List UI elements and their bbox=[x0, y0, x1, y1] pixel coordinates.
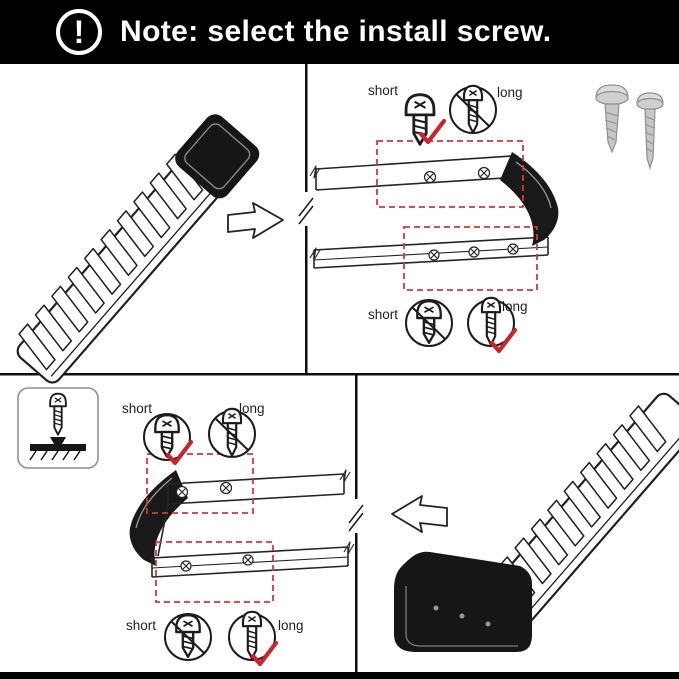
bracket-closeup-top-right bbox=[309, 152, 559, 269]
long-screw-ok-icon bbox=[228, 610, 276, 664]
bottom-border bbox=[0, 672, 679, 679]
screw-options-bottom-left bbox=[143, 407, 276, 664]
arrow-right-icon bbox=[227, 202, 284, 239]
screw-size-label: long bbox=[239, 401, 265, 416]
note-banner: ! Note: select the install screw. bbox=[0, 0, 679, 64]
screw-size-label: long bbox=[278, 618, 304, 633]
screw-options-top-right bbox=[404, 84, 515, 351]
end-cap-pad bbox=[394, 551, 532, 652]
long-screw-crossed-icon bbox=[208, 407, 256, 458]
long-screw-ok-icon bbox=[467, 296, 515, 351]
screw-size-label: short bbox=[122, 401, 153, 416]
exclamation-glyph: ! bbox=[73, 13, 85, 50]
side-step-bar-overview bbox=[16, 114, 260, 384]
bracket-closeup-bottom-left bbox=[129, 469, 355, 578]
short-screw-ok-icon bbox=[404, 93, 444, 146]
screw-size-label: short bbox=[126, 618, 157, 633]
screw-size-label: short bbox=[368, 83, 399, 98]
short-screw-photo bbox=[595, 84, 629, 154]
bracket-fin bbox=[129, 470, 188, 566]
arrow-left-icon bbox=[391, 495, 448, 533]
screw-heads bbox=[423, 166, 519, 261]
long-screw-crossed-icon bbox=[449, 84, 497, 134]
highlight-box bbox=[376, 140, 524, 208]
screw-size-label: long bbox=[502, 299, 528, 314]
highlight-box bbox=[146, 453, 254, 514]
screw-heads bbox=[175, 481, 254, 572]
end-cap bbox=[175, 114, 260, 199]
screw-size-label: long bbox=[497, 85, 523, 100]
exclamation-icon: ! bbox=[56, 9, 102, 55]
screw-size-label: short bbox=[368, 307, 399, 322]
highlight-box bbox=[155, 541, 274, 603]
bracket-fin bbox=[500, 152, 559, 246]
panel-dividers bbox=[0, 64, 679, 675]
metal-screws-icon bbox=[595, 84, 664, 171]
highlight-box bbox=[403, 226, 538, 291]
break-marks bbox=[298, 192, 364, 533]
page-title: Note: select the install screw. bbox=[120, 15, 552, 48]
long-screw-photo bbox=[636, 92, 664, 171]
install-inset-icon bbox=[17, 387, 99, 469]
short-screw-crossed-icon bbox=[405, 299, 453, 347]
short-screw-ok-icon bbox=[143, 413, 191, 463]
short-screw-crossed-icon bbox=[164, 613, 212, 661]
tread-slots bbox=[18, 153, 204, 371]
